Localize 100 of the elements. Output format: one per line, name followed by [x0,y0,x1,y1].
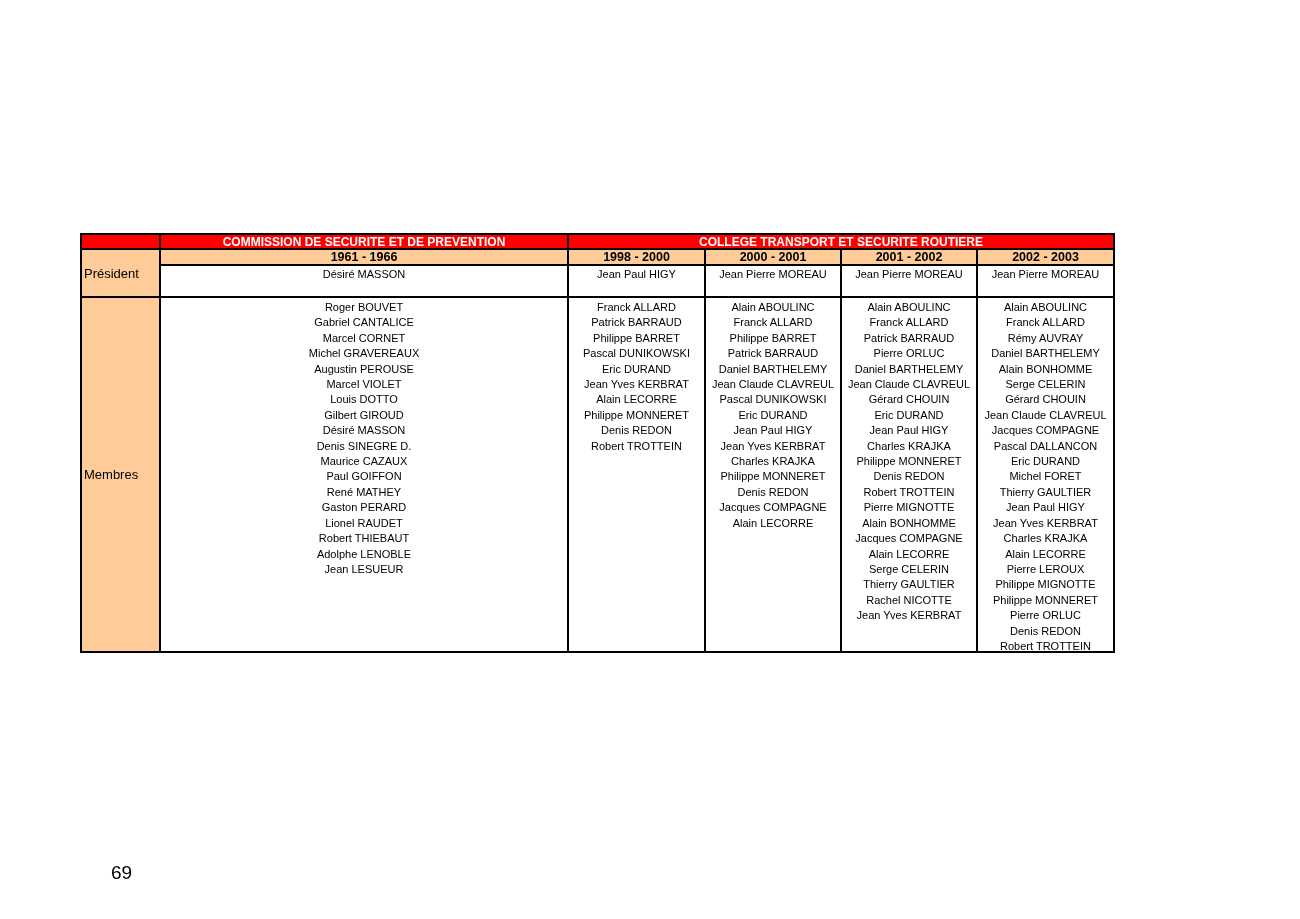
member-name: Pierre MIGNOTTE [863,500,955,516]
member-name: Pierre ORLUC [873,346,945,362]
member-name: Franck ALLARD [1006,315,1085,331]
member-name: Adolphe LENOBLE [316,546,412,562]
member-name: Franck ALLARD [597,300,676,315]
member-name: Robert TROTTEIN [591,438,682,454]
member-name: Patrick BARRAUD [863,330,955,346]
period-header: 2001 - 2002 [841,249,977,265]
member-name: Louis DOTTO [330,392,398,408]
members-cell [841,297,977,652]
member-name: Patrick BARRAUD [727,346,819,362]
member-name: Eric DURAND [874,407,944,423]
member-name: Jean Paul HIGY [1006,500,1085,516]
member-name: René MATHEY [326,484,402,500]
member-name: Serge CELERIN [1005,377,1086,393]
member-name: Jacques COMPAGNE [991,423,1100,439]
member-name: Denis SINEGRE D. [316,438,412,454]
member-name: Jean Yves KERBRAT [720,438,826,454]
member-name: Pascal DUNIKOWSKI [583,346,690,362]
period-header: 1998 - 2000 [568,249,705,265]
president-name: Jean Paul HIGY [568,265,705,297]
member-name: Maurice CAZAUX [320,454,408,470]
member-name: Jean Claude CLAVREUL [711,377,835,393]
member-name: Pierre LEROUX [1006,561,1085,577]
member-name: Gérard CHOUIN [868,392,950,408]
member-name: Jean Paul HIGY [733,423,813,439]
member-name: Gaston PERARD [321,500,407,516]
member-name: Thierry GAULTIER [863,577,955,593]
president-name: Jean Pierre MOREAU [977,265,1114,297]
member-name: Alain LECORRE [732,515,814,531]
member-name: Robert TROTTEIN [1000,638,1091,654]
member-name: Daniel BARTHELEMY [854,361,964,377]
member-name: Serge CELERIN [868,561,950,577]
president-name: Jean Pierre MOREAU [841,265,977,297]
member-name: Eric DURAND [1010,454,1081,470]
member-name: Jean Claude CLAVREUL [847,377,971,393]
member-name: Philippe MONNERET [856,454,962,470]
member-name: Jean Yves KERBRAT [584,377,689,393]
member-name: Rémy AUVRAY [1007,330,1084,346]
member-name: Franck ALLARD [733,315,813,331]
member-name: Philippe MIGNOTTE [995,577,1096,593]
member-name: Jean Claude CLAVREUL [984,407,1107,423]
member-name: Jean Paul HIGY [869,423,949,439]
member-name: Désiré MASSON [322,423,406,439]
period-header: 2002 - 2003 [977,249,1114,265]
member-name: Rachel NICOTTE [866,592,952,608]
period-header: 2000 - 2001 [705,249,841,265]
member-name: Alain ABOULINC [867,300,951,315]
member-name: Philippe BARRET [593,330,680,346]
member-name: Denis REDON [1010,623,1081,639]
member-name: Thierry GAULTIER [999,484,1092,500]
president-name: Jean Pierre MOREAU [705,265,841,297]
member-name: Gilbert GIROUD [324,407,404,423]
member-name: Philippe MONNERET [583,407,690,423]
member-name: Philippe MONNERET [720,469,826,485]
member-name: Eric DURAND [601,361,672,377]
page-number: 69 [111,862,133,884]
member-name: Eric DURAND [738,407,808,423]
member-name: Jacques COMPAGNE [855,531,963,547]
member-name: Roger BOUVET [324,300,404,315]
member-name: Alain BONHOMME [998,361,1093,377]
member-name: Denis REDON [737,484,809,500]
members-cell [977,297,1114,652]
member-name: Paul GOIFFON [326,469,402,485]
row-header: Président [81,249,160,297]
member-name: Alain ABOULINC [731,300,815,315]
member-name: Alain BONHOMME [862,515,956,531]
member-name: Philippe BARRET [729,330,817,346]
member-name: Robert THIEBAUT [318,531,410,547]
members-cell [160,297,568,652]
member-name: Pierre ORLUC [1010,608,1081,624]
row-header: Membres [81,297,160,652]
member-name: Augustin PEROUSE [314,361,414,377]
member-name: Alain ABOULINC [1003,300,1088,315]
member-name: Patrick BARRAUD [591,315,682,331]
president-name: Désiré MASSON [160,265,568,297]
member-name: Franck ALLARD [869,315,949,331]
member-name: Philippe MONNERET [992,592,1099,608]
member-name: Lionel RAUDET [325,515,403,531]
member-name: Pascal DALLANCON [993,438,1098,454]
member-name: Pascal DUNIKOWSKI [719,392,827,408]
member-name: Alain LECORRE [596,392,677,408]
member-name: Denis REDON [873,469,945,485]
member-name: Jean Yves KERBRAT [993,515,1098,531]
member-name: Jean LESUEUR [324,561,404,577]
members-cell [705,297,841,652]
member-name: Charles KRAJKA [731,454,815,470]
member-name: Marcel VIOLET [326,377,402,393]
member-name: Denis REDON [601,423,672,439]
member-name: Alain LECORRE [1005,546,1086,562]
member-name: Daniel BARTHELEMY [991,346,1100,362]
member-name: Charles KRAJKA [867,438,951,454]
period-header: 1961 - 1966 [160,249,568,265]
member-name: Gabriel CANTALICE [314,315,414,331]
member-name: Jacques COMPAGNE [719,500,827,516]
member-name: Michel GRAVEREAUX [308,346,420,362]
member-name: Daniel BARTHELEMY [718,361,828,377]
member-name: Michel FORET [1009,469,1082,485]
member-name: Robert TROTTEIN [863,484,955,500]
member-name: Charles KRAJKA [1003,531,1088,547]
